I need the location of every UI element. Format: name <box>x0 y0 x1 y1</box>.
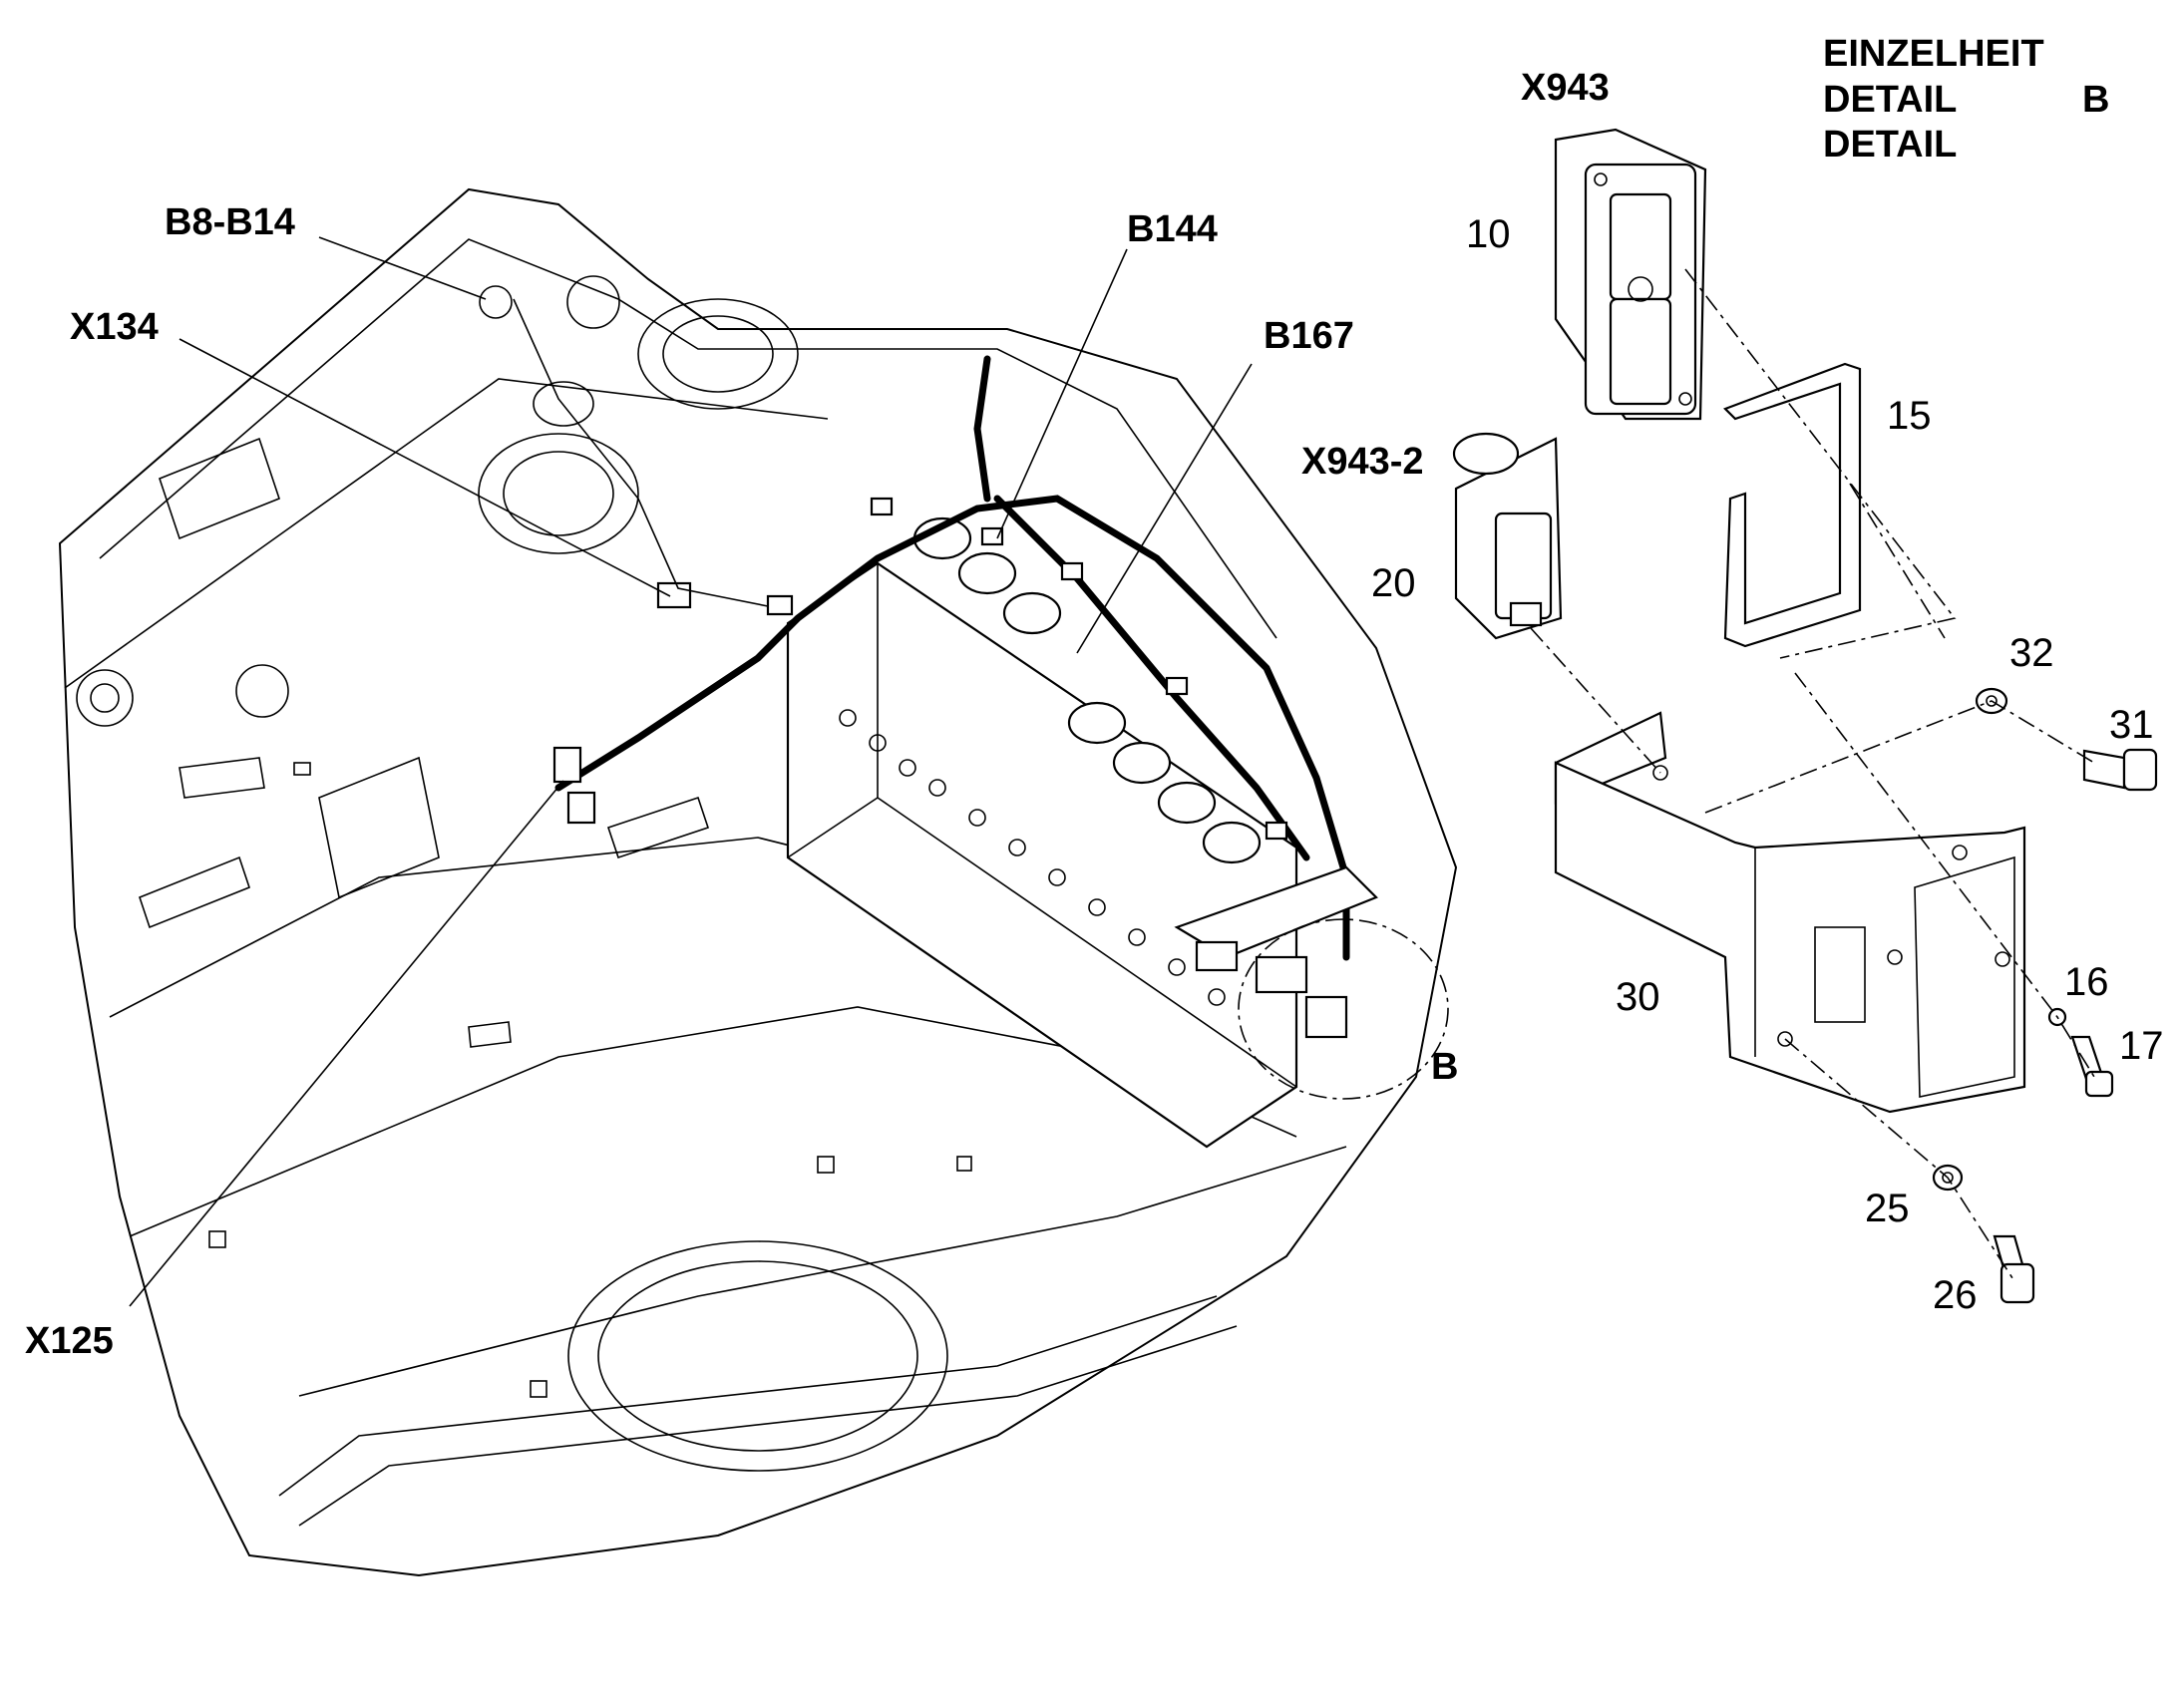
part-number-10: 10 <box>1466 212 1511 256</box>
screw-part-17 <box>2070 1035 2114 1098</box>
detail-header-line3: DETAIL <box>1823 124 1957 166</box>
screw-part-26 <box>1993 1234 2035 1304</box>
detail-header-line2: DETAIL <box>1823 79 1957 121</box>
mounting-bracket-part-30 <box>1554 711 2026 1114</box>
label-detail-marker: B <box>1431 1046 1458 1088</box>
label-b8-b14: B8-B14 <box>165 201 295 243</box>
part-number-26: 26 <box>1933 1273 1978 1317</box>
plug-x943-2-part-20 <box>1452 432 1563 640</box>
connector-x943-part-10 <box>1554 128 1707 421</box>
detail-b-circle <box>1238 918 1449 1100</box>
part-number-17: 17 <box>2119 1024 2164 1068</box>
part-number-25: 25 <box>1865 1187 1910 1230</box>
label-x943: X943 <box>1521 67 1610 109</box>
part-number-20: 20 <box>1371 561 1416 605</box>
hook-bracket-part-15 <box>1723 362 1862 648</box>
label-x134: X134 <box>70 306 159 348</box>
part-number-32: 32 <box>2009 631 2054 675</box>
valve-block-holes <box>839 709 1226 1006</box>
label-b144: B144 <box>1127 208 1218 250</box>
machine-frame-drawing <box>58 187 1458 1577</box>
part-number-31: 31 <box>2109 703 2154 747</box>
label-x125: X125 <box>25 1320 114 1362</box>
assembly-dash-lines <box>1530 268 2095 1282</box>
part-number-30: 30 <box>1616 975 1660 1019</box>
label-x943-2: X943-2 <box>1301 441 1424 483</box>
valve-block-drawing <box>513 298 1378 1149</box>
leader-lines <box>129 236 1253 1307</box>
screw-part-31 <box>2082 748 2158 792</box>
solenoid-cylinders <box>912 516 1262 864</box>
detail-header-letter: B <box>2082 79 2109 121</box>
label-b167: B167 <box>1264 315 1354 357</box>
part-number-15: 15 <box>1887 394 1932 438</box>
part-number-16: 16 <box>2064 960 2109 1004</box>
detail-header-line1: EINZELHEIT <box>1823 33 2044 75</box>
